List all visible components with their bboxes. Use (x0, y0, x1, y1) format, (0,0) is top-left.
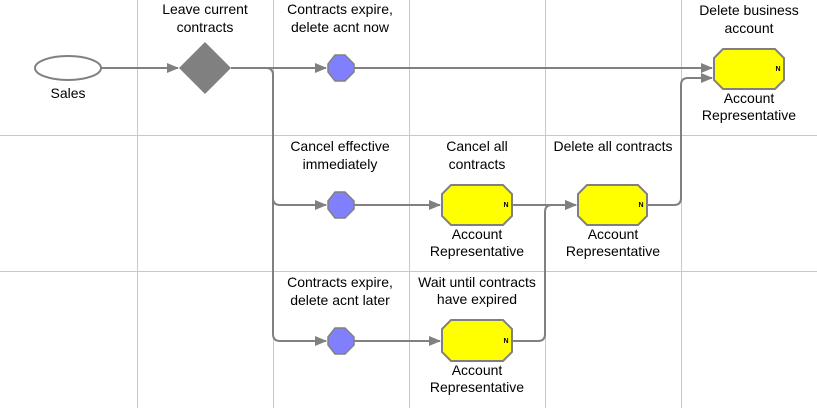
activity-role-line2: Representative (566, 243, 660, 259)
activity-delete-business-account[interactable]: N Delete business account Account Repres… (699, 2, 799, 123)
activity-title-line2: account (724, 20, 773, 36)
activity-shape (441, 319, 513, 362)
branch-contracts-expire-later: Contracts expire, delete acnt later (287, 274, 393, 355)
activity-marker: N (638, 202, 643, 209)
branch-label-line1: Contracts expire, (287, 274, 393, 290)
activity-title-line2: have expired (437, 291, 517, 307)
activity-marker: N (503, 202, 508, 209)
activity-role-line1: Account (724, 90, 775, 106)
intermediate-event-middle (327, 191, 355, 219)
start-event-shape (34, 55, 102, 81)
activity-marker: N (503, 338, 508, 345)
activity-title-line1: Cancel all (446, 138, 507, 154)
branch-cancel-immediately: Cancel effective immediately (290, 138, 390, 219)
branch-label-line1: Contracts expire, (287, 1, 393, 17)
intermediate-event-top (327, 54, 355, 82)
gateway-label-line1: Leave current (162, 1, 248, 17)
branch-label-line2: delete acnt now (291, 19, 390, 35)
gateway-diamond (179, 42, 231, 94)
activity-title-line1: Wait until contracts (418, 274, 536, 290)
activity-delete-all-contracts[interactable]: N Delete all contracts Account Represent… (553, 138, 672, 259)
activity-role-line2: Representative (430, 379, 524, 395)
start-event: Sales (34, 55, 102, 101)
activity-role-line1: Account (588, 226, 639, 242)
activity-title-line1: Delete all contracts (553, 138, 672, 154)
activity-cancel-all-contracts[interactable]: N Cancel all contracts Account Represent… (430, 138, 524, 259)
activity-title-line2: contracts (449, 156, 506, 172)
branch-label-line1: Cancel effective (290, 138, 390, 154)
activity-shape (713, 48, 785, 90)
branch-label-line2: immediately (303, 156, 378, 172)
connector-gateway-down (231, 67, 327, 346)
gateway-label-line2: contracts (177, 19, 234, 35)
connector-wait-to-delete-contracts (512, 200, 577, 342)
intermediate-event-bottom (327, 327, 355, 355)
branch-contracts-expire-now: Contracts expire, delete acnt now (287, 1, 393, 82)
activity-role-line2: Representative (430, 243, 524, 259)
connector-delete-contracts-to-delete-account (647, 73, 713, 206)
activity-shape (441, 184, 513, 226)
activity-role-line1: Account (452, 362, 503, 378)
activity-role-line2: Representative (702, 107, 796, 123)
activity-shape (577, 184, 648, 226)
start-event-label: Sales (50, 85, 85, 101)
activity-title-line1: Delete business (699, 2, 799, 18)
gateway: Leave current contracts (162, 1, 248, 94)
activity-wait-until-expired[interactable]: N Wait until contracts have expired Acco… (418, 274, 536, 395)
branch-label-line2: delete acnt later (290, 292, 390, 308)
connector-to-event-middle (272, 197, 327, 210)
connectors (101, 63, 713, 346)
activity-role-line1: Account (452, 226, 503, 242)
activity-marker: N (775, 66, 780, 73)
